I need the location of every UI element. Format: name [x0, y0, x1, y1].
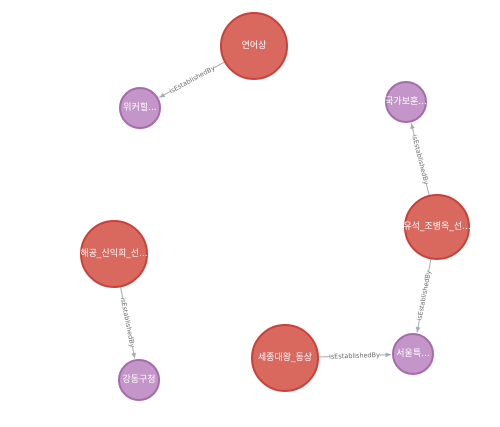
edge-label: isEstablishedBy — [168, 64, 217, 95]
edge-label-group: isEstablishedBy — [168, 64, 217, 95]
edge-label: isEstablishedBy — [329, 351, 380, 361]
node-circle[interactable] — [392, 333, 434, 375]
node-circle[interactable] — [385, 81, 427, 123]
edge-label-background — [415, 270, 433, 321]
edge-label: isEstablishedBy — [410, 134, 430, 185]
graph-node-n2[interactable]: 위커힐... — [119, 87, 161, 129]
graph-node-n5[interactable]: 해공_신익희_선... — [80, 220, 148, 288]
edge-label-group: isEstablishedBy — [410, 134, 430, 185]
edge-n1-n2[interactable]: isEstablishedBy — [159, 61, 226, 98]
graph-node-n8[interactable]: 서울특... — [392, 333, 434, 375]
graph-node-n1[interactable]: 연어상 — [220, 12, 288, 80]
graph-node-n7[interactable]: 세종대왕_동상 — [251, 324, 319, 392]
edge-label-group: isEstablishedBy — [119, 297, 137, 349]
edge-label-background — [329, 351, 380, 361]
edge-n7-n8[interactable]: isEstablishedBy — [317, 351, 392, 361]
node-circle[interactable] — [220, 12, 288, 80]
graph-node-n4[interactable]: 유석_조병옥_선... — [403, 194, 471, 260]
edge-label-group: isEstablishedBy — [329, 351, 380, 361]
graph-node-n3[interactable]: 국가보훈... — [385, 81, 427, 123]
edge-n5-n6[interactable]: isEstablishedBy — [119, 286, 137, 359]
edge-label: isEstablishedBy — [119, 297, 137, 349]
node-circle[interactable] — [404, 194, 470, 260]
edge-n4-n8[interactable]: isEstablishedBy — [415, 258, 433, 333]
edge-label-background — [118, 297, 137, 348]
node-circle[interactable] — [118, 359, 160, 401]
node-circle[interactable] — [119, 87, 161, 129]
edge-label-background — [168, 64, 217, 96]
graph-node-n6[interactable]: 강동구청 — [118, 359, 160, 401]
edge-label: isEstablishedBy — [415, 270, 432, 322]
node-circle[interactable] — [80, 220, 148, 288]
edge-n4-n3[interactable]: isEstablishedBy — [410, 123, 430, 197]
edge-label-background — [410, 134, 431, 185]
node-circle[interactable] — [251, 324, 319, 392]
edge-label-group: isEstablishedBy — [415, 270, 432, 322]
